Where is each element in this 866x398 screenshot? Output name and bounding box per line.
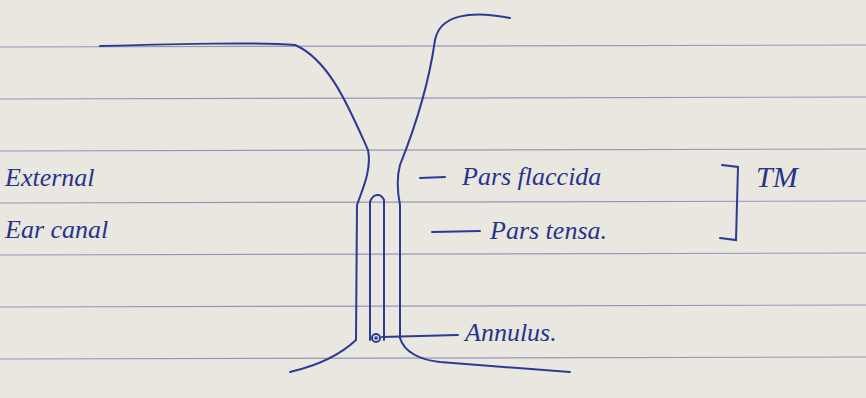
part-label: Pars flaccida — [462, 151, 601, 203]
malleus-handle — [370, 195, 384, 340]
paper-rules — [0, 45, 866, 359]
part-label: Annulus. — [465, 307, 557, 359]
part-label: Pars tensa. — [490, 205, 607, 257]
umbo-dot — [372, 334, 380, 342]
bracket — [720, 165, 738, 240]
ear-outline — [100, 14, 570, 372]
group-label: TM — [756, 151, 798, 203]
umbo-center — [374, 336, 378, 340]
region-label: External Ear canal — [5, 152, 130, 256]
